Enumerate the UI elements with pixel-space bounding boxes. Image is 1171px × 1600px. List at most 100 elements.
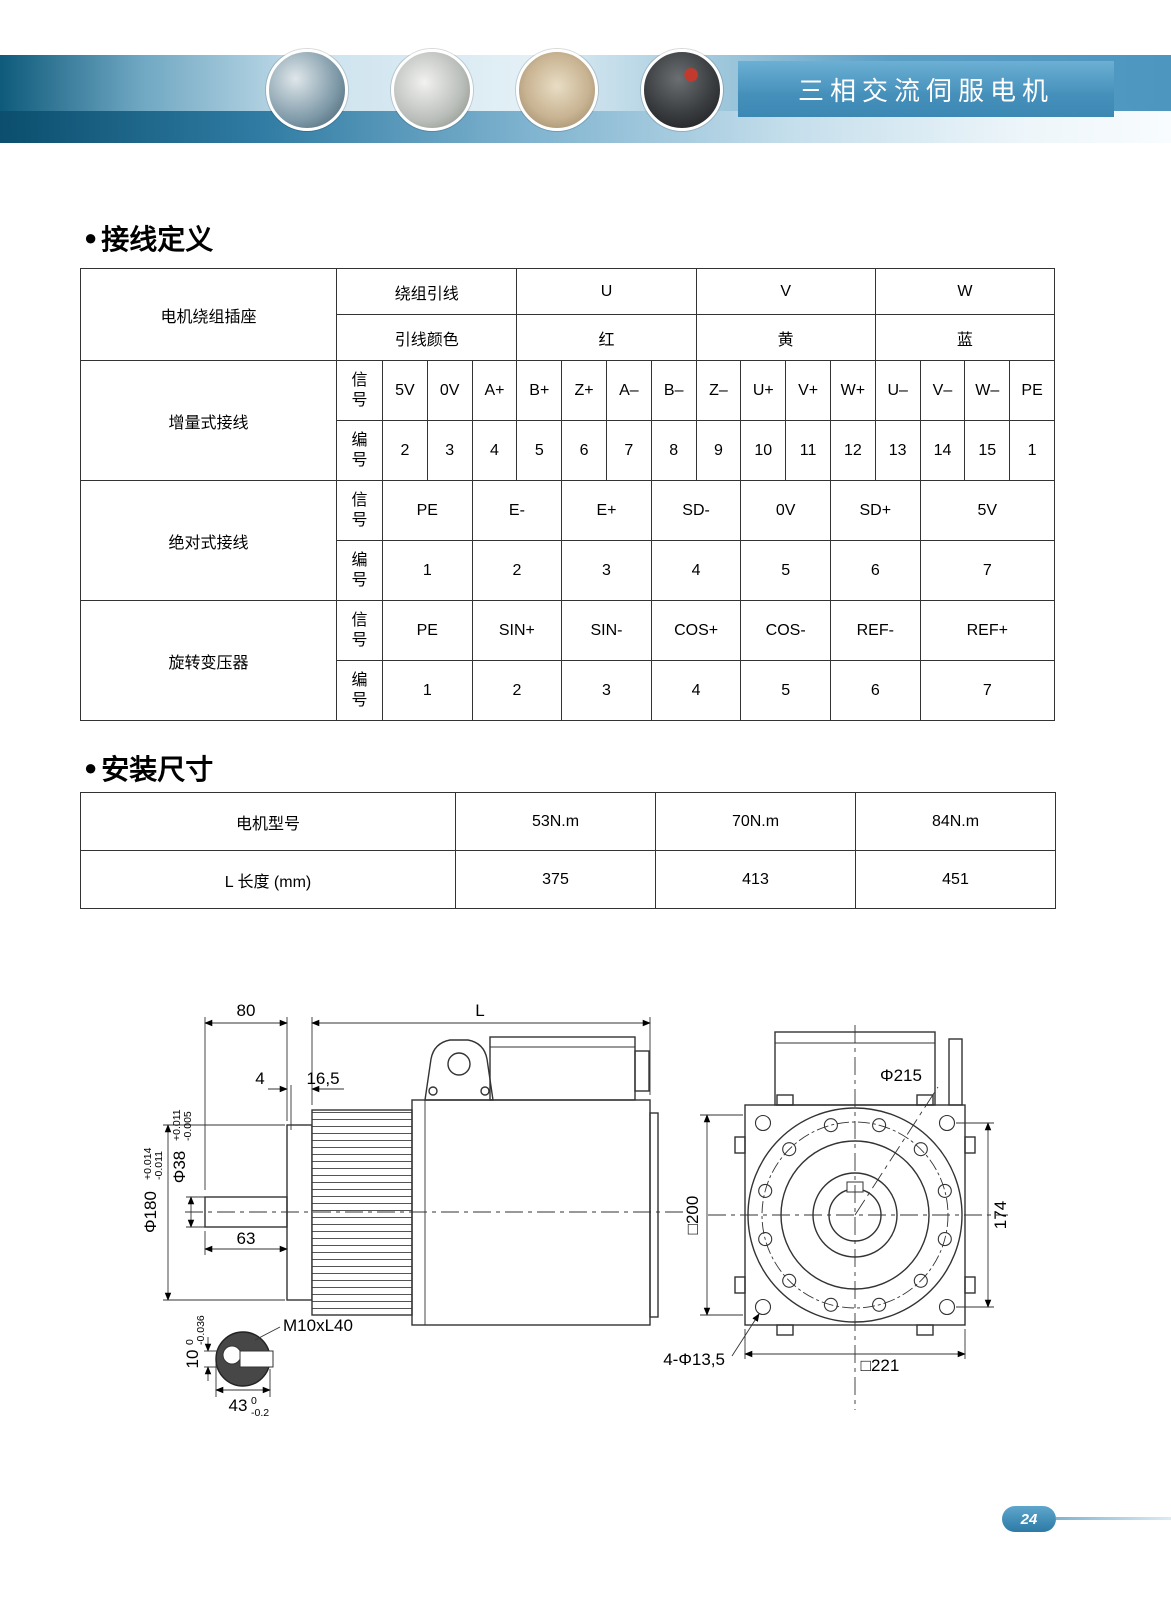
dim-43-tol-lower: -0.2 [251,1407,269,1419]
color-row-label-cell: 引线颜色 [335,314,518,361]
number-cell: 14 [919,420,966,481]
header-photo-3 [516,49,598,131]
number-cell: 3 [426,420,473,481]
number-cell: 15 [964,420,1011,481]
model-cell: 70N.m [655,792,856,851]
dim-10-tol-lower: -0.036 [195,1315,207,1345]
ribbed-housing [311,1109,413,1316]
dim-d38-tol-lower: -0.005 [182,1111,194,1141]
wiring-heading-label: 接线定义 [101,224,214,255]
dim-174-label: 174 [991,1201,1010,1229]
number-cell: 12 [829,420,876,481]
dim-d180-tol-upper: +0.014 [142,1147,154,1180]
number-row-tag: 编 号 [336,540,383,601]
signal-cell: A+ [471,360,518,421]
dim-d180-tol-lower: -0.011 [153,1151,165,1180]
number-cell: 8 [650,420,697,481]
header-photo-1 [266,49,348,131]
signal-cell: U+ [740,360,787,421]
page-number-badge: 24 [1002,1506,1056,1532]
number-row-tag: 编 号 [336,420,383,481]
connector [634,1050,650,1092]
signal-cell: SIN+ [471,600,563,661]
signal-cell: REF- [829,600,921,661]
dim-d215-label: Φ215 [880,1066,922,1085]
number-cell: 7 [605,420,652,481]
dim-10-label: 10 [183,1350,202,1369]
front-flange [286,1124,313,1301]
number-cell: 10 [740,420,787,481]
number-cell: 3 [561,660,652,721]
phase-cell: U [516,268,697,315]
number-cell: 11 [785,420,831,481]
signal-cell: V+ [785,360,831,421]
signal-cell: COS- [740,600,831,661]
number-cell: 5 [740,540,831,601]
signal-row-tag: 信 号 [336,480,383,541]
dim-4-label: 4 [255,1069,264,1088]
dim-L-label: L [475,1001,484,1020]
phase-cell: V [695,268,876,315]
number-cell: 7 [919,660,1056,721]
signal-cell: 0V [740,480,831,541]
dim-sq221-label: □221 [861,1356,900,1375]
signal-cell: COS+ [650,600,742,661]
number-cell: 13 [874,420,921,481]
number-cell: 4 [650,660,742,721]
resolver-row-label: 旋转变压器 [80,600,337,721]
motor-body [411,1099,651,1326]
signal-cell: Z+ [561,360,607,421]
mounting-section-heading: ● 安装尺寸 [84,748,213,788]
number-cell: 2 [471,660,563,721]
number-cell: 6 [829,540,921,601]
color-cell: 黄 [695,314,876,361]
dim-80-label: 80 [237,1001,256,1020]
wiring-section-heading: ● 接线定义 [84,218,213,258]
signal-cell: B+ [516,360,563,421]
length-cell: 451 [855,850,1056,909]
dim-sq200-label: □200 [683,1196,702,1235]
number-cell: 6 [829,660,921,721]
keyway-slot [239,1350,274,1368]
length-cell: 413 [655,850,856,909]
signal-cell: SD- [650,480,742,541]
lug-hole [447,1052,471,1076]
signal-cell: E- [471,480,563,541]
model-cell: 53N.m [455,792,656,851]
signal-cell: 0V [426,360,473,421]
signal-row-tag: 信 号 [336,600,383,661]
color-cell: 红 [516,314,697,361]
number-cell: 3 [561,540,652,601]
wiring-table-wrap: 电机绕组插座 绕组引线 U V W 引线颜色 红 黄 蓝 增量式接线 信 号 5… [80,268,1056,721]
dim-d180-label: Φ180 [141,1191,160,1233]
number-cell: 9 [695,420,742,481]
number-cell: 2 [471,540,563,601]
footer-line [1056,1517,1171,1520]
number-cell: 5 [740,660,831,721]
number-cell: 4 [650,540,742,601]
m10-hole [222,1345,242,1365]
signal-cell: Z– [695,360,742,421]
signal-cell: 5V [382,360,428,421]
header-photo-2 [391,49,473,131]
number-cell: 2 [382,420,428,481]
absolute-row-label: 绝对式接线 [80,480,337,601]
signal-cell: U– [874,360,921,421]
dim-d38-label: Φ38 [170,1151,189,1183]
signal-cell: W– [964,360,1011,421]
dim-43-tol-upper: 0 [251,1395,257,1407]
front-dim-lines [700,1114,994,1359]
signal-cell: SIN- [561,600,652,661]
length-cell: 375 [455,850,656,909]
bolt-holes [758,1118,952,1312]
signal-row-tag: 信 号 [336,360,383,421]
number-cell: 4 [471,420,518,481]
bullet-icon: ● [84,225,98,250]
length-label-cell: L 长度 (mm) [80,850,456,909]
number-cell: 7 [919,540,1056,601]
corner-holes-label: 4-Φ13,5 [663,1350,725,1369]
signal-cell: V– [919,360,966,421]
signal-cell: PE [1009,360,1055,421]
motor-side-view [204,1036,659,1387]
color-cell: 蓝 [874,314,1056,361]
